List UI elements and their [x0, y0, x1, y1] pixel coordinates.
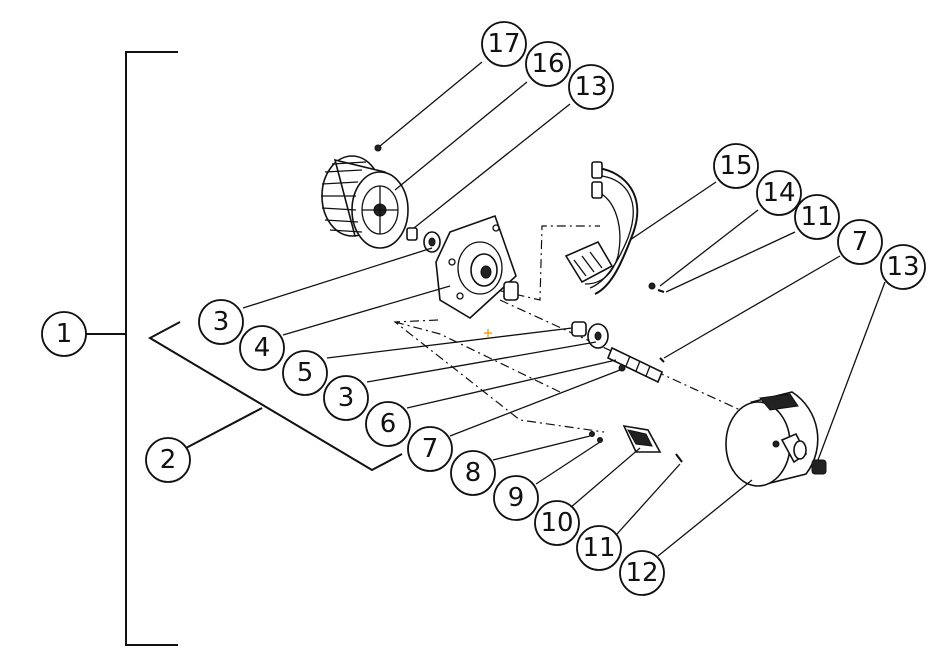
callout-7: 7 [837, 219, 883, 265]
svg-text:7: 7 [852, 227, 869, 257]
svg-text:5: 5 [297, 358, 314, 388]
svg-text:17: 17 [487, 29, 520, 59]
callout-3-lower: 3 [323, 375, 369, 421]
svg-text:6: 6 [380, 409, 397, 439]
callout-13: 13 [568, 64, 614, 110]
svg-text:15: 15 [719, 151, 752, 181]
svg-text:11: 11 [800, 202, 833, 232]
assembly-bracket [86, 51, 178, 646]
wire-harness [564, 161, 639, 295]
svg-text:9: 9 [508, 483, 525, 513]
callout-6: 6 [365, 401, 411, 447]
svg-text:14: 14 [762, 178, 795, 208]
subassembly-bracket [147, 321, 403, 472]
callout-1: 1 [41, 311, 87, 357]
svg-text:4: 4 [254, 333, 271, 363]
svg-text:8: 8 [465, 458, 482, 488]
callout-9: 9 [493, 475, 539, 521]
spacer-and-bearing [571, 321, 609, 349]
svg-text:13: 13 [886, 252, 919, 282]
callout-3: 3 [198, 299, 244, 345]
svg-text:11: 11 [582, 533, 615, 563]
callout-2: 2 [145, 437, 191, 483]
harness-screws [648, 282, 665, 293]
callout-10: 10 [534, 500, 580, 546]
svg-text:12: 12 [625, 558, 658, 588]
callout-11: 11 [794, 194, 840, 240]
callout-4: 4 [239, 325, 285, 371]
svg-text:3: 3 [213, 307, 230, 337]
set-screw-17 [374, 144, 382, 152]
callout-14: 14 [756, 170, 802, 216]
svg-text:3: 3 [338, 383, 355, 413]
callout-13-right: 13 [880, 244, 926, 290]
callout-17: 17 [481, 21, 527, 67]
callout-5: 5 [282, 350, 328, 396]
callout-8: 8 [450, 450, 496, 496]
svg-text:7: 7 [422, 434, 439, 464]
washer-7a [618, 364, 626, 372]
motor-housing [725, 391, 827, 487]
leader-lines [242, 61, 886, 557]
callout-16: 16 [525, 41, 571, 87]
motor-shaft [606, 346, 664, 384]
washer-7b [659, 357, 665, 363]
svg-text:10: 10 [540, 508, 573, 538]
svg-text:16: 16 [531, 49, 564, 79]
wheel-nut-and-bearing [406, 227, 441, 253]
svg-text:2: 2 [160, 445, 177, 475]
brush-holder [589, 424, 683, 463]
callout-7-lower: 7 [407, 426, 453, 472]
svg-text:13: 13 [574, 72, 607, 102]
callout-11-lower: 11 [576, 525, 622, 571]
callout-15: 15 [713, 143, 759, 189]
svg-text:1: 1 [56, 319, 73, 349]
cursor-cross-icon [484, 329, 492, 337]
blower-wheel [321, 155, 409, 249]
end-plate [435, 214, 519, 319]
callout-12: 12 [619, 550, 665, 596]
